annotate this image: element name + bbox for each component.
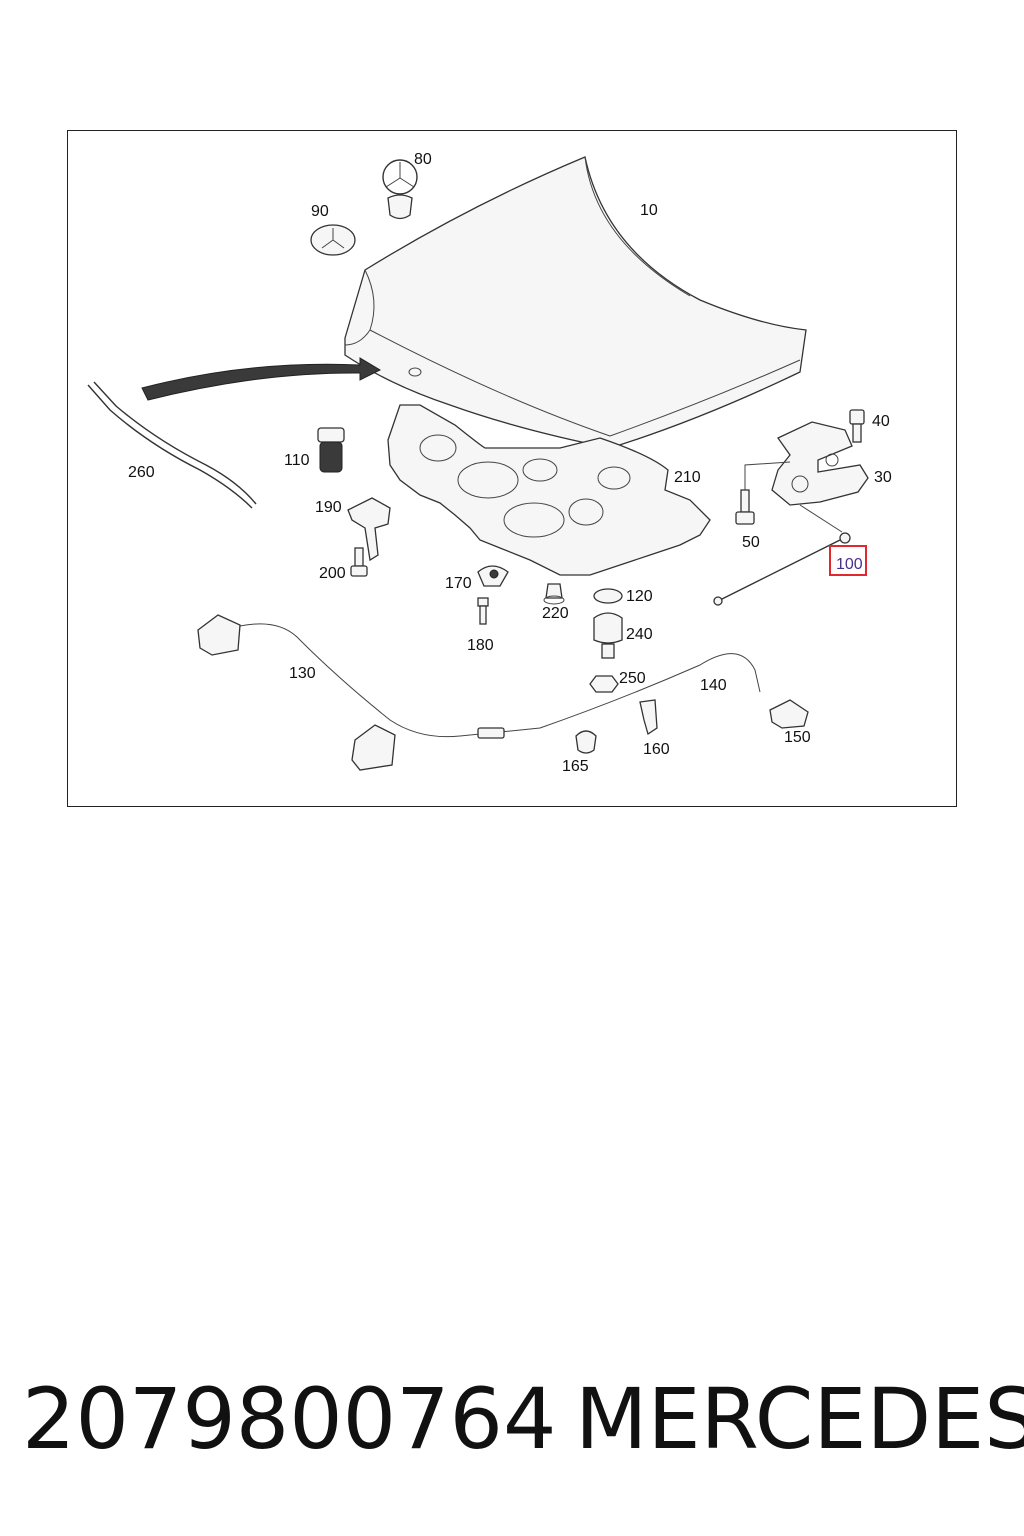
brand-name: MERCEDES <box>575 1370 1024 1468</box>
label-50: 50 <box>742 534 760 551</box>
label-100: 100 <box>836 556 863 573</box>
label-140: 140 <box>700 677 727 694</box>
label-90: 90 <box>311 203 329 220</box>
label-120: 120 <box>626 588 653 605</box>
label-210: 210 <box>674 469 701 486</box>
label-150: 150 <box>784 729 811 746</box>
label-80: 80 <box>414 151 432 168</box>
label-110: 110 <box>284 452 310 469</box>
hood-part-10[interactable] <box>344 156 807 449</box>
clip-part-220[interactable] <box>543 583 565 605</box>
hinge-part-30[interactable] <box>771 421 869 506</box>
label-165: 165 <box>562 758 589 775</box>
stop-part-240[interactable] <box>593 612 623 659</box>
label-30: 30 <box>874 469 892 486</box>
part-number: 2079800764 <box>22 1370 557 1468</box>
star-emblem-part-80[interactable] <box>382 159 418 220</box>
weatherstrip-part-260[interactable] <box>87 381 257 509</box>
label-260: 260 <box>128 464 155 481</box>
label-200: 200 <box>319 565 346 582</box>
lock-part-150[interactable] <box>769 699 809 729</box>
label-130: 130 <box>289 665 316 682</box>
label-160: 160 <box>643 741 670 758</box>
cable-part-130[interactable] <box>197 614 761 771</box>
screw-part-180[interactable] <box>477 597 489 625</box>
gas-strut-part-100[interactable] <box>713 532 851 606</box>
insulation-part-210[interactable] <box>387 404 711 576</box>
footer: 2079800764 MERCEDES <box>0 1370 1024 1470</box>
label-240: 240 <box>626 626 653 643</box>
clip-part-165[interactable] <box>575 730 597 754</box>
label-180: 180 <box>467 637 494 654</box>
leader-line-100 <box>799 504 843 533</box>
label-250: 250 <box>619 670 646 687</box>
highlight-box-100 <box>829 545 867 576</box>
label-190: 190 <box>315 499 342 516</box>
clip-part-160[interactable] <box>639 699 658 736</box>
leader-line-50 <box>744 461 791 490</box>
label-10: 10 <box>640 202 658 219</box>
nut-part-250[interactable] <box>589 675 619 693</box>
label-40: 40 <box>872 413 890 430</box>
direction-arrow <box>141 357 382 401</box>
buffer-part-110[interactable] <box>317 427 345 473</box>
badge-part-90[interactable] <box>310 224 356 256</box>
label-220: 220 <box>542 605 569 622</box>
bolt-part-40[interactable] <box>849 409 865 443</box>
bracket-part-190[interactable] <box>347 497 391 562</box>
bolt-part-50[interactable] <box>735 489 755 525</box>
seal-part-120[interactable] <box>593 588 623 604</box>
bolt-part-200[interactable] <box>350 547 368 577</box>
clip-part-170[interactable] <box>477 565 509 587</box>
label-170: 170 <box>445 575 472 592</box>
